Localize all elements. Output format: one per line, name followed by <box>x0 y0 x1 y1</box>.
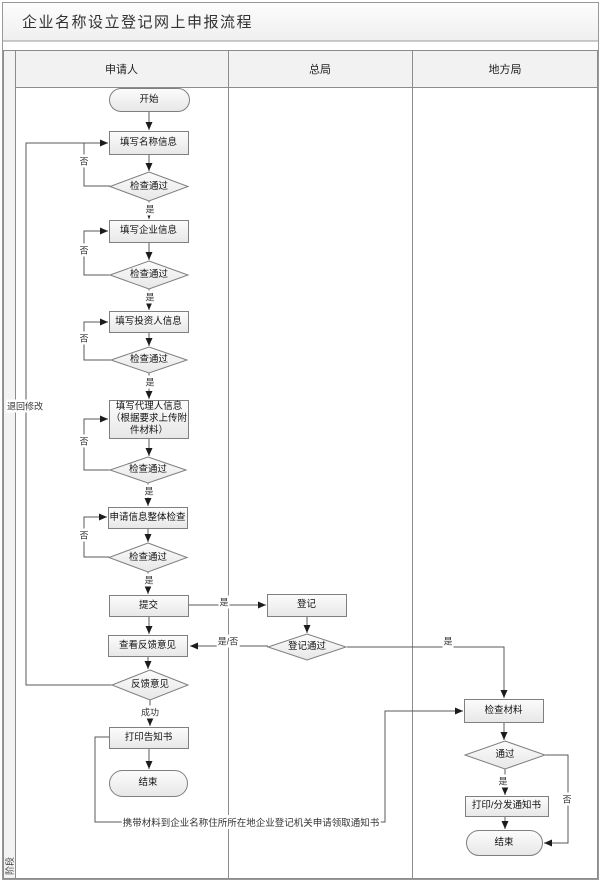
shape-fill-agent-info <box>109 400 189 439</box>
node-check-pass-3: 检查通过 <box>129 354 168 366</box>
shape-check-pass-3 <box>109 346 189 374</box>
edge-return-modify <box>25 139 112 686</box>
lane-header-applicant: 申请人 <box>105 63 138 76</box>
node-start: 开始 <box>139 93 159 105</box>
node-end-local: 结束 <box>494 836 514 848</box>
node-fill-agent-info: 填写代理人信息（根据要求上传附件材料） <box>110 401 187 436</box>
node-check-pass-1: 检查通过 <box>129 180 168 192</box>
lane-header-band <box>15 50 598 88</box>
node-end-applicant: 结束 <box>138 777 158 789</box>
shape-start <box>109 88 190 112</box>
shape-check-pass-5 <box>107 542 189 573</box>
shape-check-pass-1 <box>108 171 190 202</box>
lane-header-local-bureau: 地方局 <box>488 63 522 76</box>
shape-end-applicant <box>109 770 188 797</box>
node-register-pass: 登记通过 <box>287 641 326 653</box>
phase-label: 阶段 <box>5 857 15 876</box>
edge-label-return-modify: 退回修改 <box>5 399 45 413</box>
shape-fill-name-info <box>109 131 189 155</box>
node-fill-name-info: 填写名称信息 <box>119 136 177 148</box>
shape-register <box>267 594 347 617</box>
node-pass: 通过 <box>495 749 515 761</box>
shape-end-local <box>466 830 543 856</box>
edge-label-yes-4: 是 <box>143 484 155 498</box>
node-view-feedback: 查看反馈意见 <box>118 639 176 651</box>
node-register: 登记 <box>296 599 316 611</box>
node-print-distribute: 打印/分发通知书 <box>471 800 542 812</box>
shape-check-pass-4 <box>108 456 188 484</box>
edge-label-submit-yes: 是 <box>218 595 230 609</box>
shape-feedback <box>110 669 190 701</box>
phase-band <box>3 50 16 879</box>
edge-label-no-3: 否 <box>78 331 90 345</box>
shape-pass <box>463 740 547 770</box>
shape-fill-company-info <box>109 220 189 243</box>
node-fill-company-info: 填写企业信息 <box>119 225 177 237</box>
shape-check-pass-2 <box>108 260 190 290</box>
shape-fill-investor-info <box>109 311 189 333</box>
edge-label-bring-materials: 携带材料到企业名称住所所在地企业登记机关申请领取通知书 <box>121 815 381 829</box>
edge-label-yes-2: 是 <box>144 290 156 304</box>
edge-label-no-2: 否 <box>78 243 90 257</box>
edge-label-yes-1: 是 <box>144 202 156 216</box>
edge-label-no-1: 否 <box>78 154 90 168</box>
shape-overall-check <box>108 507 188 529</box>
node-check-pass-4: 检查通过 <box>128 464 167 476</box>
node-check-pass-2: 检查通过 <box>129 269 168 281</box>
node-feedback: 反馈意见 <box>130 679 169 691</box>
shape-print-distribute <box>465 796 549 817</box>
lane-header-general-bureau: 总局 <box>309 63 331 76</box>
edge-label-success: 成功 <box>139 705 161 719</box>
edge-label-pass-yes: 是 <box>497 774 509 788</box>
edge-regpass-checkmaterials <box>347 646 508 698</box>
shape-register-pass <box>266 633 348 661</box>
edge-label-pass-no: 否 <box>561 792 573 806</box>
shape-check-materials <box>464 699 544 723</box>
page-title: 企业名称设立登记网上申报流程 <box>22 14 254 31</box>
shape-submit <box>109 595 189 617</box>
shape-view-feedback <box>108 635 188 657</box>
node-fill-investor-info: 填写投资人信息 <box>115 315 182 327</box>
title-band <box>2 2 599 42</box>
edge-label-regpass-yes: 是 <box>442 634 454 648</box>
node-print-notice: 打印告知书 <box>124 731 173 743</box>
node-overall-check: 申请信息整体检查 <box>109 511 186 523</box>
edge-label-yes-5: 是 <box>143 573 155 587</box>
node-check-materials: 检查材料 <box>484 704 523 716</box>
edge-label-yes-3: 是 <box>144 375 156 389</box>
edge-label-no-4: 否 <box>78 434 90 448</box>
edge-label-regpass-yesno: 是/否 <box>216 634 240 648</box>
edge-label-no-5: 否 <box>78 528 90 542</box>
shape-print-notice <box>109 727 189 749</box>
node-submit: 提交 <box>138 599 158 611</box>
node-check-pass-5: 检查通过 <box>128 551 167 563</box>
